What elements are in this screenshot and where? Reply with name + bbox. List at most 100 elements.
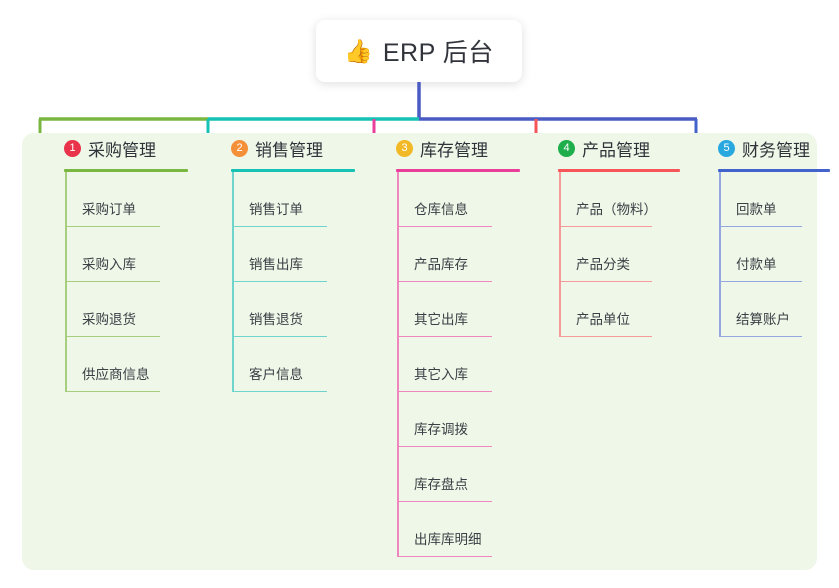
branch-item[interactable]: 采购订单 [50, 172, 200, 227]
branch-item-rule [397, 390, 492, 392]
branch-number-badge: 1 [64, 139, 81, 157]
branch-number-badge: 4 [558, 139, 575, 157]
branch-column: 3 库存管理仓库信息产品库存其它出库其它入库库存调拨库存盘点出库库明细 [382, 133, 532, 557]
branch-item-label: 库存调拨 [414, 422, 468, 437]
branch-item-rule [232, 225, 327, 227]
branch-trunk-line [397, 172, 399, 557]
branch-item-label: 供应商信息 [82, 367, 150, 382]
branch-title: 库存管理 [420, 140, 488, 160]
branch-item[interactable]: 销售出库 [217, 227, 367, 282]
thumbs-up-icon: 👍 [344, 37, 373, 64]
branch-header-rule [718, 169, 830, 172]
root-title-card[interactable]: 👍 ERP 后台 [316, 20, 522, 82]
branch-item-rule [559, 280, 652, 282]
branch-item-label: 库存盘点 [414, 477, 468, 492]
branch-item-rule [397, 555, 492, 557]
branch-item-rule [232, 335, 327, 337]
branch-column: 2 销售管理销售订单销售出库销售退货客户信息 [217, 133, 367, 392]
branch-item-list: 产品（物料） 产品分类产品单位 [544, 172, 692, 337]
branch-number-badge: 5 [718, 139, 735, 157]
branch-trunk-line [65, 172, 67, 392]
branch-item-label: 产品单位 [576, 312, 630, 327]
branch-title: 销售管理 [255, 140, 323, 160]
branch-item[interactable]: 产品库存 [382, 227, 532, 282]
branch-item-label: 付款单 [736, 257, 777, 272]
branch-item-rule [397, 335, 492, 337]
branch-item[interactable]: 其它入库 [382, 337, 532, 392]
branch-column: 4 产品管理产品（物料） 产品分类产品单位 [544, 133, 692, 337]
branch-item[interactable]: 仓库信息 [382, 172, 532, 227]
branch-item-rule [719, 225, 802, 227]
branch-item-rule [719, 280, 802, 282]
branch-item-label: 产品分类 [576, 257, 630, 272]
branch-column: 5 财务管理回款单付款单结算账户 [704, 133, 839, 337]
branch-item-rule [232, 390, 327, 392]
branch-item[interactable]: 客户信息 [217, 337, 367, 392]
branch-trunk-line [559, 172, 561, 337]
branch-header-rule [396, 169, 520, 172]
branch-item-rule [397, 225, 492, 227]
branch-item-rule [397, 280, 492, 282]
branch-item-list: 仓库信息产品库存其它出库其它入库库存调拨库存盘点出库库明细 [382, 172, 532, 557]
branch-item-label: 销售退货 [249, 312, 303, 327]
branch-header-rule [64, 169, 188, 172]
branch-column: 1 采购管理采购订单采购入库采购退货供应商信息 [50, 133, 200, 392]
branch-trunk-line [232, 172, 234, 392]
branch-item-rule [232, 280, 327, 282]
branch-item[interactable]: 其它出库 [382, 282, 532, 337]
branch-item[interactable]: 产品分类 [544, 227, 692, 282]
branch-item-label: 结算账户 [736, 312, 790, 327]
branch-trunk-line [719, 172, 721, 337]
branch-item-rule [65, 335, 160, 337]
branch-header[interactable]: 1 采购管理 [50, 133, 200, 163]
branch-item[interactable]: 供应商信息 [50, 337, 200, 392]
branch-item[interactable]: 结算账户 [704, 282, 839, 337]
branch-item[interactable]: 回款单 [704, 172, 839, 227]
branch-item-label: 仓库信息 [414, 202, 468, 217]
branch-number-badge: 3 [396, 139, 413, 157]
branch-item[interactable]: 产品（物料） [544, 172, 692, 227]
branch-item-list: 销售订单销售出库销售退货客户信息 [217, 172, 367, 392]
branch-item[interactable]: 出库库明细 [382, 502, 532, 557]
branch-header[interactable]: 5 财务管理 [704, 133, 839, 163]
branch-item-label: 其它入库 [414, 367, 468, 382]
branch-item-rule [65, 280, 160, 282]
branch-item-rule [719, 335, 802, 337]
branch-item-label: 出库库明细 [414, 532, 482, 547]
branch-item-rule [65, 390, 160, 392]
branch-title: 产品管理 [582, 140, 650, 160]
branch-item-list: 回款单付款单结算账户 [704, 172, 839, 337]
branch-item[interactable]: 采购入库 [50, 227, 200, 282]
diagram-panel: 1 采购管理采购订单采购入库采购退货供应商信息 2 销售管理销售订单销售出库销售退货客… [22, 133, 830, 570]
branch-item-label: 采购入库 [82, 257, 136, 272]
branch-item-label: 采购订单 [82, 202, 136, 217]
page-title: ERP 后台 [382, 39, 494, 67]
branch-header-rule [558, 169, 680, 172]
branch-header[interactable]: 3 库存管理 [382, 133, 532, 163]
branch-item-rule [559, 335, 652, 337]
branch-item[interactable]: 采购退货 [50, 282, 200, 337]
branch-item-label: 产品（物料） [576, 202, 657, 217]
branch-header-rule [231, 169, 355, 172]
branch-header[interactable]: 4 产品管理 [544, 133, 692, 163]
branch-item-rule [397, 445, 492, 447]
branch-item[interactable]: 产品单位 [544, 282, 692, 337]
branch-item-list: 采购订单采购入库采购退货供应商信息 [50, 172, 200, 392]
branch-item[interactable]: 库存调拨 [382, 392, 532, 447]
branch-item-label: 销售出库 [249, 257, 303, 272]
branch-item[interactable]: 库存盘点 [382, 447, 532, 502]
branch-item[interactable]: 销售退货 [217, 282, 367, 337]
branch-item[interactable]: 销售订单 [217, 172, 367, 227]
branch-item-rule [559, 225, 652, 227]
branch-item-label: 销售订单 [249, 202, 303, 217]
branch-item-label: 其它出库 [414, 312, 468, 327]
branch-number-badge: 2 [231, 139, 248, 157]
branch-item-label: 采购退货 [82, 312, 136, 327]
branch-header[interactable]: 2 销售管理 [217, 133, 367, 163]
branch-title: 采购管理 [88, 140, 156, 160]
branch-item-label: 产品库存 [414, 257, 468, 272]
branch-item[interactable]: 付款单 [704, 227, 839, 282]
branch-item-rule [397, 500, 492, 502]
branch-item-label: 回款单 [736, 202, 777, 217]
branch-title: 财务管理 [742, 140, 810, 160]
